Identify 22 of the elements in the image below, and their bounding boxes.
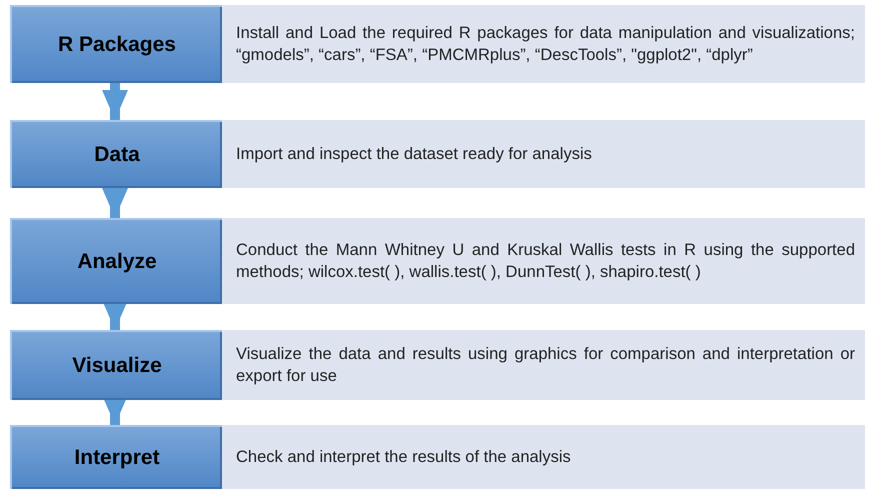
step-box bbox=[10, 425, 222, 489]
description-panel bbox=[222, 425, 865, 489]
arrow bbox=[102, 83, 128, 120]
description-panel bbox=[222, 5, 865, 83]
step-title: R Packages bbox=[58, 32, 176, 58]
description-text: Conduct the Mann Whitney U and Kruskal Wallis tests in R using the supported methods; wilcox.test( ), wallis.test( ), DunnTest( ), shapiro.test( ) bbox=[236, 240, 855, 283]
step-title: Analyze bbox=[77, 249, 157, 276]
step-box bbox=[10, 5, 222, 83]
step-title: Visualize bbox=[72, 353, 162, 380]
description-panel bbox=[222, 120, 865, 188]
description-text: Visualize the data and results using graphics for comparison and interpretation or export for use bbox=[236, 344, 855, 387]
step-box bbox=[10, 330, 222, 400]
description-panel bbox=[222, 330, 865, 400]
description-text: Install and Load the required R packages for data manipulation and visualizations; “gmodels”, “cars”, “FSA”, “PMCMRplus”, “DescTools”, "ggplot2", “dplyr” bbox=[236, 23, 855, 66]
step-box bbox=[10, 120, 222, 188]
description-text: Import and inspect the dataset ready for analysis bbox=[236, 144, 593, 165]
description-panel bbox=[222, 218, 865, 304]
step-title: Data bbox=[94, 142, 140, 168]
step-box bbox=[10, 218, 222, 304]
description-text: Check and interpret the results of the analysis bbox=[236, 447, 572, 468]
step-title: Interpret bbox=[74, 445, 160, 472]
arrow bbox=[102, 188, 128, 218]
